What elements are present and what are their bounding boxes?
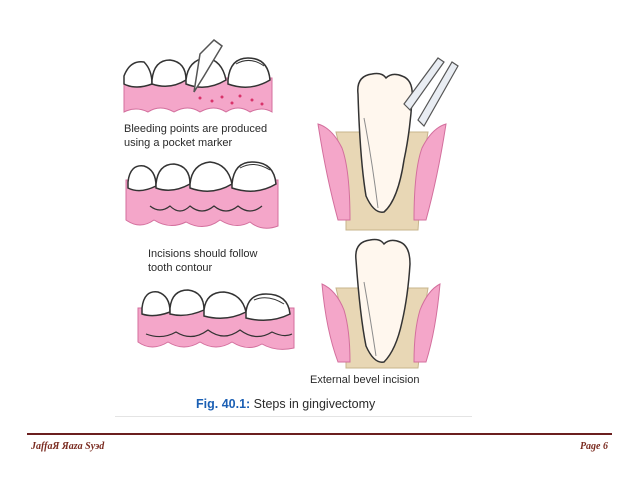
gingivectomy-figure: Bleeding points are produced using a poc… <box>115 39 472 417</box>
footer-author: JaffaЯ Яaza Syэd <box>31 441 105 452</box>
caption-bleeding-points: Bleeding points are produced using a poc… <box>124 123 268 149</box>
step3-teeth-illustration <box>137 289 295 350</box>
figure-divider <box>115 416 472 417</box>
figure-title: Steps in gingivectomy <box>250 397 376 411</box>
footer-page-number: Page 6 <box>579 441 608 452</box>
tooth-section-bevel-incision <box>321 238 441 369</box>
figure-illustrations <box>123 39 459 369</box>
tooth-section-with-instruments <box>317 57 459 231</box>
caption-external-bevel: External bevel incision <box>310 374 420 386</box>
bleeding-points <box>198 94 264 106</box>
pocket-marker-icon <box>193 39 223 93</box>
instrument-1-icon <box>403 57 445 111</box>
caption-incisions: Incisions should follow tooth contour <box>148 248 258 274</box>
instrument-2-icon <box>417 61 459 127</box>
step2-teeth-illustration <box>125 161 279 229</box>
footer-divider <box>27 433 612 435</box>
figure-number: Fig. 40.1: <box>196 397 251 411</box>
figure-caption: Fig. 40.1: Steps in gingivectomy <box>196 397 375 411</box>
step1-teeth-illustration <box>123 39 273 113</box>
